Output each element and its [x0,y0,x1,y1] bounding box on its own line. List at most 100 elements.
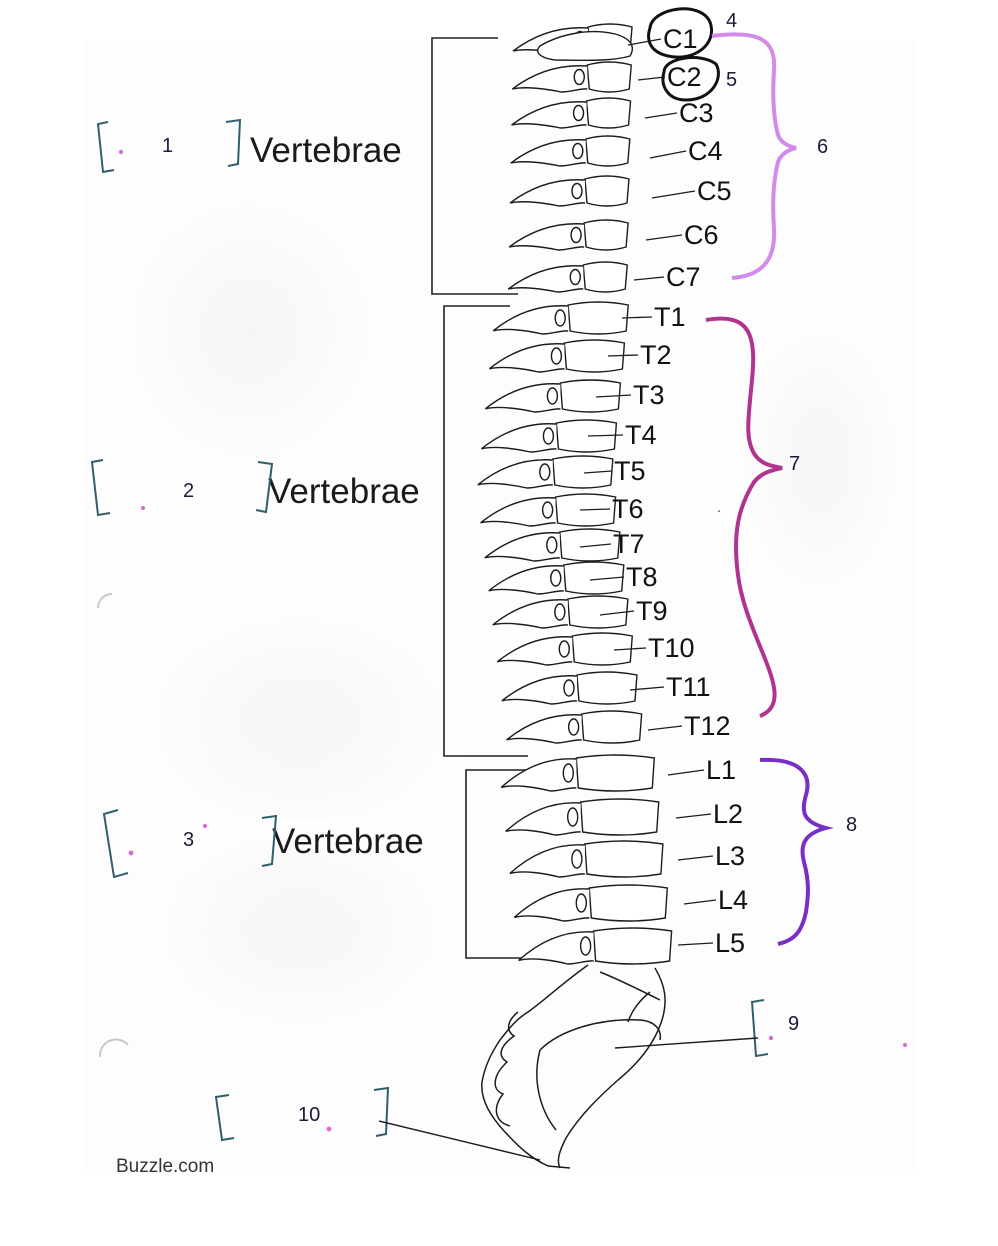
sacral-crest [494,1011,519,1127]
vertebra-c6 [508,219,629,251]
atlas-outline [537,31,633,62]
c2-circle-mark [661,56,720,102]
spinous-process [480,423,557,453]
answer-number-2: 2 [183,480,194,502]
vertebral-body [567,595,629,629]
vertebra-label-t5: T5 [614,456,646,486]
leader-t8 [589,576,625,581]
vertebra-label-c5: C5 [697,176,732,206]
leader-t3 [595,394,632,398]
facet [572,142,584,160]
answer-number-10: 10 [298,1104,320,1126]
vertebral-body [563,561,625,595]
spinous-process [496,636,573,666]
lumbar-vertebrae-label: Vertebrae [272,822,424,861]
facet [579,936,592,956]
leader-t10 [613,647,647,651]
spinous-process [510,139,586,167]
vertebra-l5 [518,927,673,965]
vertebral-body [584,840,664,878]
vertebra-label-t9: T9 [636,596,668,626]
facet [550,347,563,365]
vertebral-body [583,219,629,251]
vertebral-body [576,671,638,705]
sacrum-front [557,967,666,1169]
leader-c6 [645,234,683,241]
answer-bracket-3-right [261,814,278,867]
spinous-process [511,65,588,93]
facet [546,536,558,554]
vertebra-t1 [492,301,629,335]
vertebral-body [586,61,633,93]
coccyx-leader-line [378,1120,541,1161]
spinous-process [513,888,590,922]
vertebra-label-l5: L5 [715,928,745,958]
vertebra-t8 [488,561,625,595]
vertebra-label-t11: T11 [666,672,711,702]
vertebra-label-l4: L4 [718,885,748,915]
answer-number-6: 6 [817,136,828,158]
vertebral-body [580,710,643,744]
spinous-process [477,459,553,489]
vertebral-body [575,754,656,792]
vertebra-label-l2: L2 [713,799,743,829]
vertebra-label-t1: T1 [654,302,686,332]
leader-t5 [583,470,613,474]
leader-c7 [633,276,665,281]
leader-c1 [627,38,662,46]
vertebra-label-c6: C6 [684,220,719,250]
sacrum-outline [481,964,589,1169]
leader-c2 [637,76,666,81]
vertebra-c4 [510,135,631,167]
answer-bracket-10-right [373,1086,390,1137]
vertebra-t9 [492,595,629,629]
sacral-inner [536,1049,557,1131]
vertebra-t11 [501,671,638,705]
vertebra-label-c1: C1 [663,24,698,54]
vertebra-label-c4: C4 [688,136,723,166]
vertebral-body [559,379,622,413]
vertebra-c7 [507,261,629,293]
answer-number-7: 7 [789,453,800,475]
vertebra-label-t8: T8 [626,562,658,592]
spinous-process [484,383,561,413]
vertebra-l2 [505,798,660,836]
leader-c4 [649,150,687,159]
facet [562,763,574,783]
leader-l3 [677,855,714,861]
cervical-brace [711,32,797,280]
vertebral-body [563,339,626,373]
leader-c5 [651,190,696,199]
vertebral-body [588,884,669,922]
answer-brackets [90,118,769,1142]
facet [573,68,585,86]
spinous-process [518,931,594,965]
facet [541,501,554,519]
facet [539,463,551,481]
sacral-wing [539,1019,662,1051]
leader-t9 [599,610,635,616]
facet [546,387,559,405]
facet [558,640,570,658]
leader-t1 [621,316,653,319]
ink-specks [118,149,907,1132]
vertebra-label-c7: C7 [666,262,701,292]
vertebra-label-t4: T4 [625,420,657,450]
vertebra-l3 [509,840,664,878]
vertebral-body [571,632,634,666]
sacral-base [599,971,661,1001]
leader-l5 [677,942,714,946]
vertebra-t5 [477,455,614,489]
leader-t2 [607,354,639,357]
vertebra-t4 [480,419,618,453]
facet [571,849,583,869]
vertebral-body [592,927,673,965]
answer-number-9: 9 [788,1013,799,1035]
vertebra-label-c2: C2 [667,62,702,92]
facet [563,679,575,697]
vertebral-body [567,301,629,335]
cervical-vertebrae-label: Vertebrae [250,131,402,170]
spinous-process [488,343,565,373]
spinous-process [506,714,582,744]
